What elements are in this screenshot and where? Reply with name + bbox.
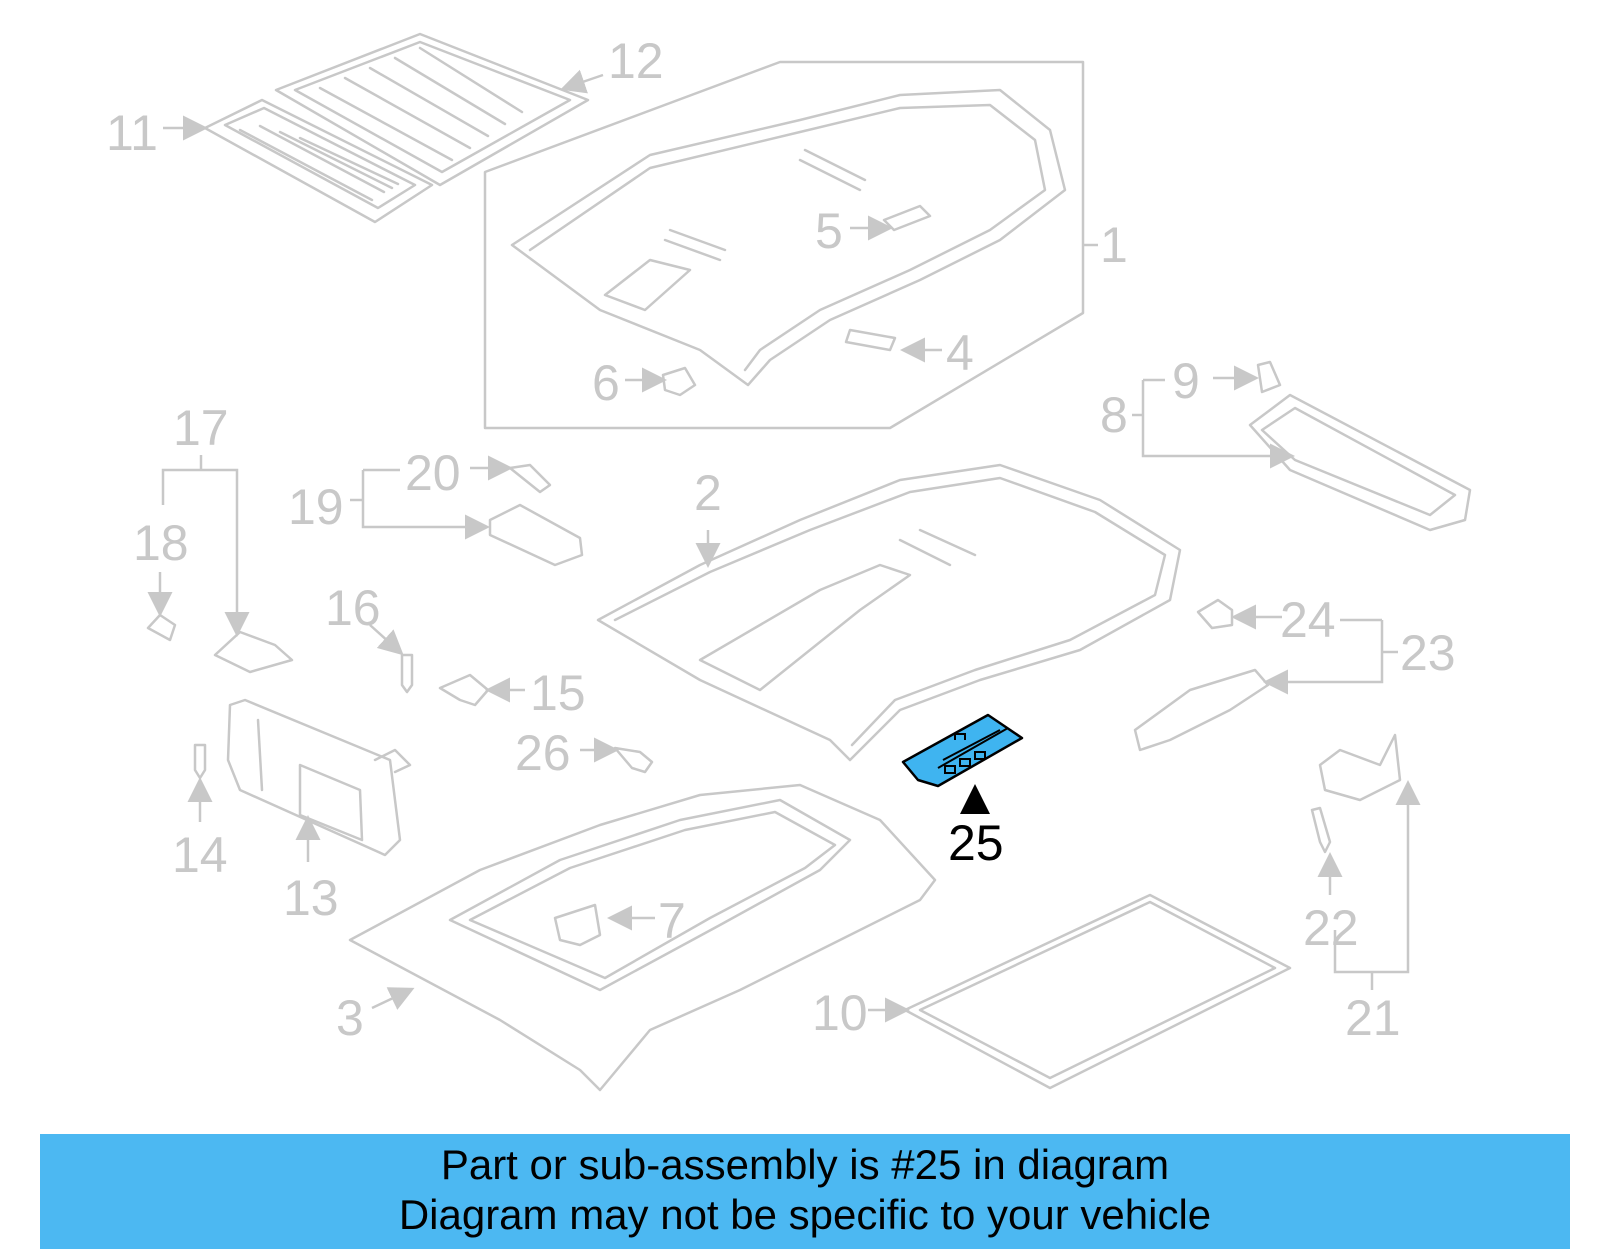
- callout-15: 15: [530, 665, 586, 721]
- callout-3: 3: [336, 990, 364, 1046]
- callout-24: 24: [1280, 592, 1336, 648]
- headliner-1: [510, 88, 1067, 387]
- roof-panel-11: [203, 98, 434, 224]
- callout-16: 16: [325, 580, 381, 636]
- info-banner: Part or sub-assembly is #25 in diagram D…: [40, 1134, 1570, 1249]
- callouts: 1 2 3 4 5 6 7 8 9 10 11 12 13 14 15 16 1…: [106, 33, 1456, 1046]
- callout-8: 8: [1100, 387, 1128, 443]
- bracket-17: [213, 630, 294, 674]
- leader-23: [1263, 620, 1384, 695]
- callout-6: 6: [592, 355, 620, 411]
- callout-12: 12: [608, 33, 664, 89]
- trim-8: [1248, 393, 1472, 532]
- trim-23: [1133, 668, 1270, 752]
- screw-14: [193, 743, 207, 780]
- lamp-19: [488, 503, 584, 567]
- callout-13: 13: [283, 870, 339, 926]
- roof-panel-12: [274, 32, 590, 187]
- clip-18: [146, 613, 177, 642]
- clip-9: [1256, 360, 1282, 394]
- leader-3: [371, 987, 415, 1010]
- clip-7: [553, 903, 602, 947]
- callout-11: 11: [106, 105, 158, 161]
- callout-18: 18: [133, 515, 189, 571]
- leader-12: [560, 69, 604, 94]
- hook-15: [438, 673, 490, 707]
- callout-19: 19: [288, 479, 344, 535]
- banner-line-2: Diagram may not be specific to your vehi…: [398, 1191, 1212, 1238]
- callout-9: 9: [1172, 353, 1200, 409]
- callout-25: 25: [948, 815, 1004, 871]
- callout-26: 26: [515, 725, 571, 781]
- leader-19: [361, 470, 490, 540]
- sun-visor-13: [226, 698, 412, 857]
- leader-16: [369, 624, 404, 656]
- callout-2: 2: [694, 465, 722, 521]
- headliner-2: [596, 463, 1182, 762]
- group-box-1: [483, 60, 1085, 430]
- callout-5: 5: [815, 203, 843, 259]
- banner-line-1: Part or sub-assembly is #25 in diagram: [440, 1141, 1170, 1188]
- callout-21: 21: [1345, 990, 1401, 1046]
- callout-1: 1: [1100, 217, 1128, 273]
- clip-6: [661, 366, 697, 397]
- leader-8: [1141, 380, 1295, 469]
- plug-26: [613, 746, 654, 774]
- callout-4: 4: [946, 325, 974, 381]
- callout-17: 17: [173, 400, 229, 456]
- screw-16: [400, 653, 414, 694]
- callout-14: 14: [172, 827, 228, 883]
- headliner-3: [348, 783, 937, 1092]
- clip-24: [1196, 598, 1234, 630]
- screw-22: [1310, 806, 1332, 854]
- callout-22: 22: [1303, 900, 1359, 956]
- callout-20: 20: [405, 445, 461, 501]
- bulb-20: [508, 463, 552, 494]
- callout-10: 10: [812, 985, 868, 1041]
- highlighted-part-25: [901, 713, 1024, 788]
- callout-7: 7: [658, 893, 686, 949]
- callout-23: 23: [1400, 625, 1456, 681]
- grip-handle-21: [1318, 733, 1402, 802]
- leader-lines: [147, 69, 1421, 1023]
- sunroof-seal-10: [903, 893, 1292, 1090]
